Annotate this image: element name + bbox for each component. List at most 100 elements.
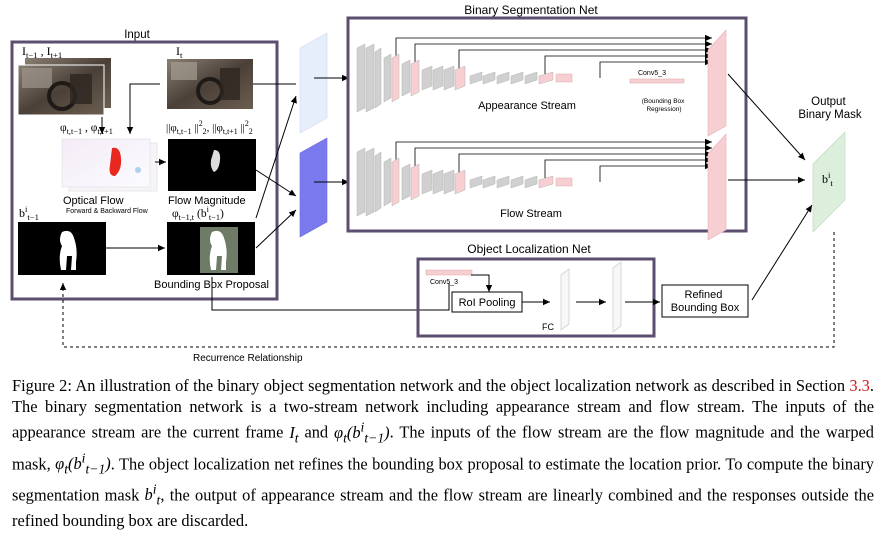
architecture-diagram: Input It−1 , It+1​ It​ φt,t−1 , φt,t+1​ …: [10, 3, 862, 364]
conv-layer: [365, 43, 375, 113]
conv-layer: [356, 147, 366, 217]
warp-label: φt−1,t (bit−1): [172, 205, 224, 222]
stream-output-layer: [707, 29, 727, 137]
caption-text-3: and: [298, 422, 334, 442]
conv-layer: [538, 175, 554, 189]
flow-magnitude-image: [168, 139, 256, 191]
appearance-input-block: [299, 32, 328, 134]
conv-layer: [443, 65, 455, 91]
seg-net-panel: [346, 16, 748, 233]
skip-connection: [458, 150, 712, 182]
conv-layer: [391, 53, 400, 103]
flow-stream-label: Flow Stream: [500, 208, 562, 220]
roi-pooling-label: RoI Pooling: [459, 297, 516, 309]
caption-text-2: . The binary segmentation network is a t…: [12, 376, 874, 442]
conv5-layer: [555, 73, 573, 83]
current-frame-to-flow-arrow: [126, 83, 160, 134]
conv-layer: [401, 163, 411, 201]
bbox-proposal-label: Bounding Box Proposal: [154, 279, 269, 291]
current-frame-label: It​: [176, 44, 183, 60]
symbol-warped-mask: φt(bit−1): [334, 419, 390, 445]
loc-net-title: Object Localization Net: [467, 242, 591, 256]
flow-stream-layers: [356, 133, 727, 241]
output-title: Output Binary Mask: [798, 96, 862, 121]
warped-mask-image: [167, 222, 255, 275]
conv5-layer: [555, 177, 573, 187]
symbol-current-frame: It: [289, 422, 299, 445]
conv-layer: [510, 71, 524, 85]
output-title-line-1: Output: [811, 96, 846, 108]
figure-caption: Figure 2: An illustration of the binary …: [12, 376, 874, 532]
conv-layer: [524, 71, 538, 85]
bbox-regression-label: (Bounding Box Regression): [642, 98, 686, 113]
flow-vectors-label: φt,t−1 , φt,t+1​: [60, 122, 113, 136]
symbol-warped-mask-2: φt(bit−1): [55, 450, 111, 477]
conv-layer: [365, 147, 375, 217]
recurrence-label: Recurrence Relationship: [193, 353, 303, 364]
warp-to-appearance-arrow: [255, 95, 297, 219]
optical-flow-images: [61, 138, 158, 192]
conv-layer: [454, 65, 466, 91]
skip-connection: [544, 156, 712, 182]
conv-layer: [421, 65, 433, 91]
bbox-regression-line-2: Regression): [646, 106, 681, 113]
recurrence-line: [59, 232, 835, 348]
conv-layer: [391, 157, 400, 207]
fc-layer-1: [560, 268, 570, 331]
appearance-stream-layers: [356, 29, 727, 137]
output-mask-block: [812, 131, 846, 233]
skip-connection: [544, 52, 712, 78]
loc-conv5-3-block: [425, 269, 473, 276]
caption-text-6: , the output of appearance stream and th…: [12, 485, 874, 531]
flow-magnitude-label: Flow Magnitude: [168, 195, 246, 207]
magnitude-to-flow-arrow: [255, 169, 297, 197]
conv-layer: [482, 71, 496, 85]
conv-layer: [496, 71, 510, 85]
appearance-to-output-arrow: [727, 73, 806, 161]
stream-output-layer: [707, 133, 727, 241]
flow-input-block: [299, 137, 328, 238]
conv-layer: [410, 59, 420, 97]
conv-layer: [469, 71, 483, 85]
conv-layer: [443, 169, 455, 195]
conv-layer: [524, 175, 538, 189]
flow-norm-label: ||φt,t−1 ||22, ||φt,t+1 ||22​: [166, 119, 253, 136]
skip-connection: [599, 58, 712, 78]
section-ref-link[interactable]: 3.3: [849, 376, 870, 395]
conv-layer: [374, 47, 382, 109]
conv-layer: [496, 175, 510, 189]
optical-flow-sublabel: Forward & Backward Flow: [66, 208, 149, 215]
conv-layer: [482, 175, 496, 189]
conv-layer: [356, 43, 366, 113]
skip-connection: [599, 162, 712, 182]
conv5-3-label: Conv5_3: [638, 70, 666, 77]
conv-layer: [510, 175, 524, 189]
conv-to-roi-arrow: [471, 274, 493, 292]
figure-label: Figure 2:: [12, 376, 72, 395]
proposal-to-loc-net: [211, 277, 450, 311]
conv-layer: [421, 169, 433, 195]
refined-bbox-label: Refined Bounding Box: [671, 289, 740, 314]
warp-to-flow-arrow: [255, 209, 297, 249]
bbox-regression-line-1: (Bounding Box: [642, 98, 685, 105]
skip-connection: [458, 46, 712, 78]
refined-bbox-line-1: Refined: [685, 289, 723, 301]
fc-layer-2: [612, 261, 622, 333]
refined-bbox-line-2: Bounding Box: [671, 302, 740, 314]
conv-layer: [374, 151, 382, 213]
conv-layer: [432, 169, 444, 195]
caption-text-4: . The inputs of the flow stream are the …: [12, 422, 874, 473]
previous-mask-image: [18, 222, 106, 275]
conv-layer: [383, 53, 392, 103]
appearance-stream-label: Appearance Stream: [478, 100, 576, 112]
optical-flow-label: Optical Flow: [63, 195, 124, 207]
refined-bbox-box: [661, 284, 749, 318]
fc-label: FC: [542, 322, 554, 332]
input-title: Input: [124, 29, 150, 41]
current-frame-image: [167, 59, 253, 109]
conv-layer: [538, 71, 554, 85]
output-title-line-2: Binary Mask: [798, 109, 862, 121]
caption-text-5: . The object localization net refines th…: [12, 454, 875, 505]
prev-mask-label: bit−1​: [19, 204, 39, 222]
refined-bbox-to-output-arrow: [751, 204, 813, 301]
